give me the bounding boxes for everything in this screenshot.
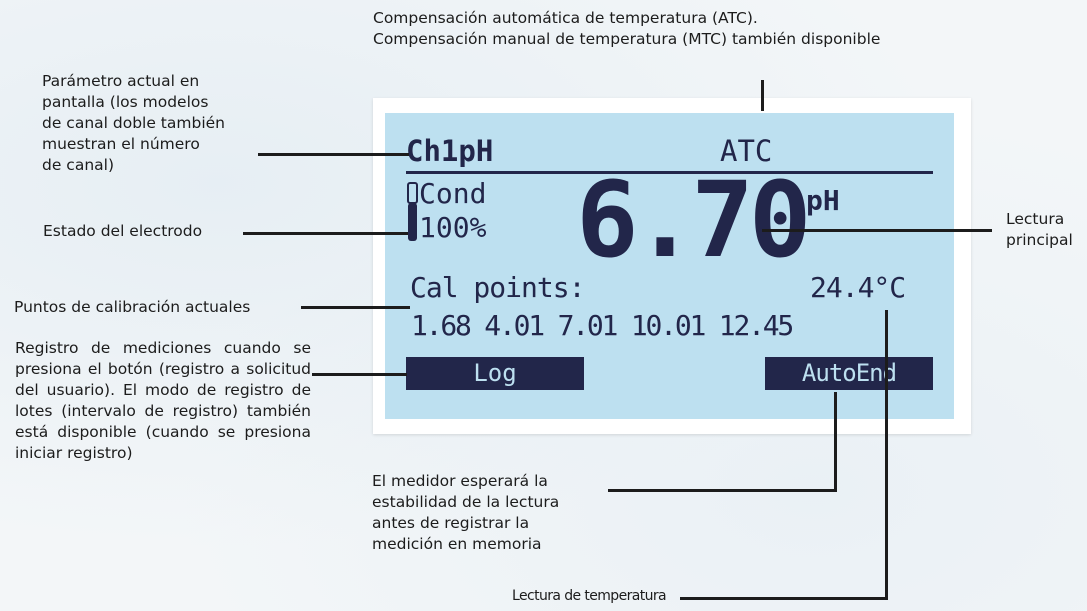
lcd-channel-parameter: Ch1pH (406, 134, 494, 168)
lcd-electrode-label: Cond (419, 177, 487, 210)
leader-parameter (258, 153, 409, 156)
lcd-unit: pH (806, 184, 840, 217)
lcd-electrode-percent: 100% (419, 211, 487, 244)
lcd-main-reading: 6.70 (576, 159, 811, 281)
lcd-cal-points-values: 1.68 4.01 7.01 10.01 12.45 (411, 309, 794, 342)
leader-temperature-vertical (885, 310, 888, 600)
lcd-atc-indicator: ATC (720, 134, 773, 168)
lcd-autoend-key: AutoEnd (765, 357, 933, 390)
leader-main-reading (762, 229, 992, 232)
autoend-annotation: El medidor esperará la estabilidad de la… (372, 472, 560, 553)
leader-electrode (243, 232, 408, 235)
atc-annotation: Compensación automática de temperatura (… (373, 9, 881, 48)
lcd-log-key: Log (406, 357, 584, 390)
leader-autoend-vertical (834, 392, 837, 492)
logging-annotation: Registro de mediciones cuando se presion… (15, 339, 311, 462)
lcd-divider (406, 171, 933, 174)
electrode-annotation: Estado del electrodo (43, 222, 203, 240)
electrode-icon (407, 182, 418, 243)
calibration-annotation: Puntos de calibración actuales (14, 298, 251, 316)
leader-temperature-horizontal (680, 597, 888, 600)
parameter-annotation: Parámetro actual en pantalla (los modelo… (42, 72, 225, 174)
temperature-annotation: Lectura de temperatura (512, 588, 667, 604)
leader-autoend-horizontal (608, 489, 837, 492)
lcd-cal-points-label: Cal points: (410, 271, 585, 304)
lcd-temperature: 24.4°C (810, 271, 906, 304)
main-reading-annotation: Lectura principal (1006, 210, 1073, 249)
leader-logging (312, 373, 407, 376)
leader-atc (761, 80, 764, 111)
leader-calibration (301, 306, 410, 309)
